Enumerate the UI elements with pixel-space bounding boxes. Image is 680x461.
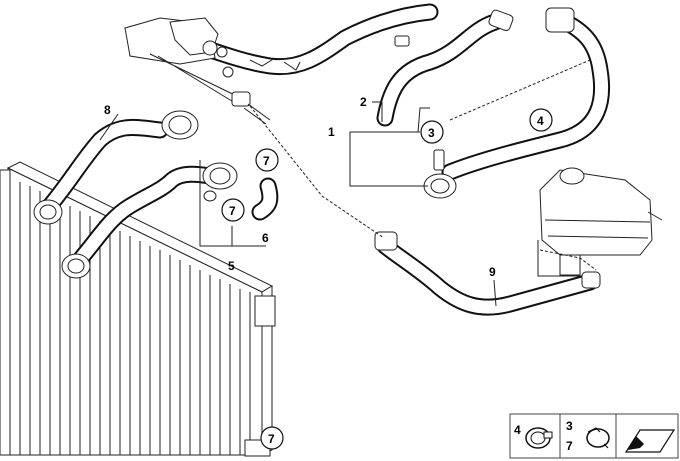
- hose-9: [374, 231, 601, 316]
- callout-7-upper: 7: [255, 148, 279, 172]
- svg-text:1: 1: [328, 125, 335, 139]
- callout-4: 4: [529, 108, 553, 132]
- elbow-hose-6: [251, 177, 279, 221]
- hose-8: [33, 110, 199, 225]
- legend-box: 4 3 7: [509, 413, 679, 459]
- arrow-next-icon: [624, 429, 676, 453]
- svg-text:4: 4: [537, 114, 544, 128]
- coolant-pipe-assembly: [124, 3, 439, 125]
- callout-5: 5: [228, 259, 235, 273]
- callout-3: 3: [420, 120, 444, 144]
- svg-text:7: 7: [263, 154, 270, 168]
- callout-2: 2: [360, 95, 367, 109]
- svg-text:2: 2: [360, 95, 367, 109]
- hose-clamp-icon: [525, 427, 553, 449]
- expansion-tank: [539, 167, 663, 276]
- svg-text:7: 7: [268, 432, 275, 446]
- svg-text:6: 6: [262, 231, 269, 245]
- callout-8: 8: [104, 103, 111, 117]
- callout-9: 9: [489, 265, 496, 279]
- callout-1: 1: [328, 125, 335, 139]
- callout-6: 6: [262, 231, 269, 245]
- svg-text:5: 5: [228, 259, 235, 273]
- svg-text:7: 7: [229, 204, 236, 218]
- radiator: [0, 161, 276, 457]
- leader-lines: [99, 59, 597, 307]
- svg-text:3: 3: [428, 126, 435, 140]
- hose-2: [376, 9, 514, 127]
- spring-clamp-icon: [586, 427, 610, 449]
- hose-4: [423, 7, 611, 199]
- legend-number-4: 4: [514, 423, 521, 437]
- hose-5: [61, 162, 238, 279]
- callout-7-bottom: 7: [260, 426, 284, 450]
- legend-number-3: 3: [566, 419, 573, 433]
- svg-text:9: 9: [489, 265, 496, 279]
- callout-7-lower: 7: [221, 198, 245, 222]
- svg-text:8: 8: [104, 103, 111, 117]
- legend-number-7: 7: [566, 439, 573, 453]
